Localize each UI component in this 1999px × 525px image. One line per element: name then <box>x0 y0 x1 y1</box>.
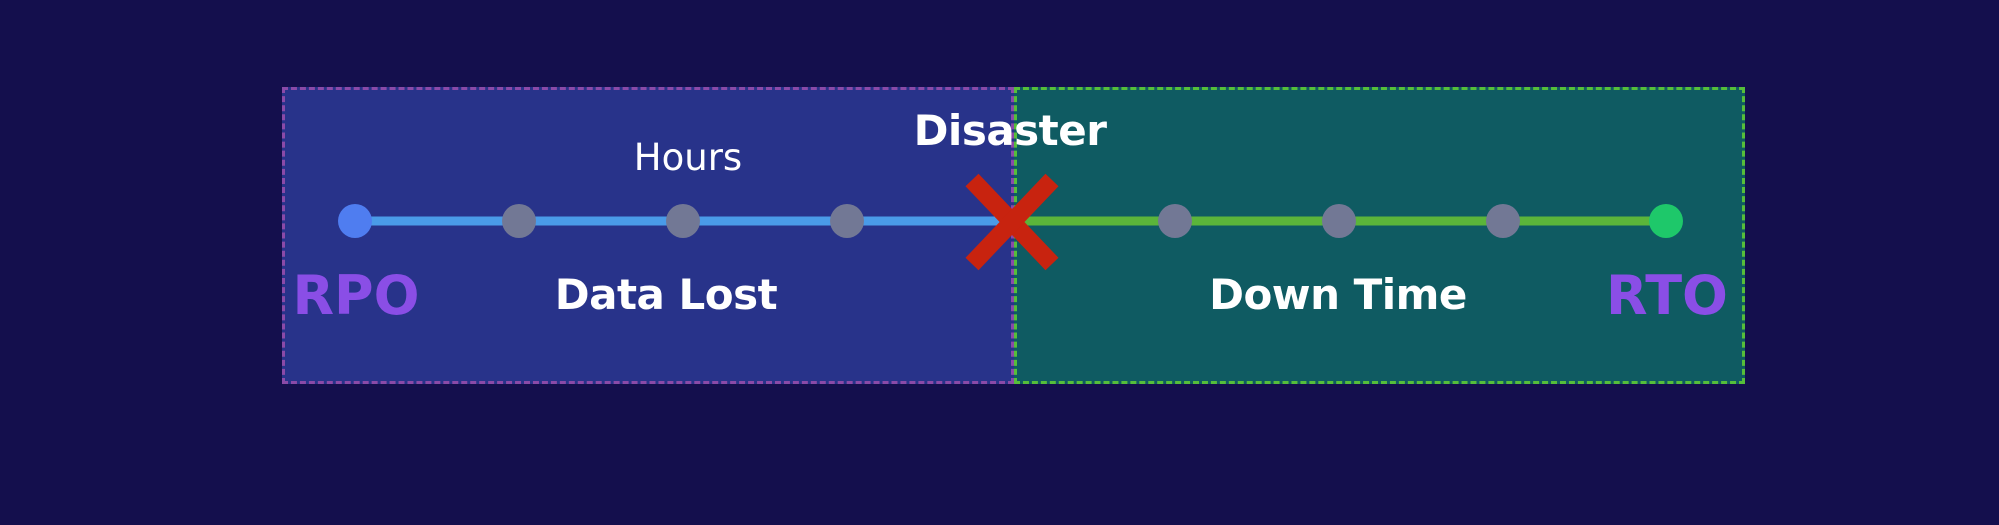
hour-dot <box>502 204 536 238</box>
hour-dot <box>1486 204 1520 238</box>
disaster-label: Disaster <box>913 106 1107 155</box>
rto-label: RTO <box>1606 264 1728 327</box>
down-time-region <box>1014 87 1745 384</box>
rpo-dot <box>338 204 372 238</box>
data-lost-label: Data Lost <box>554 270 778 319</box>
hour-dot <box>1158 204 1192 238</box>
rpo-label: RPO <box>292 264 420 327</box>
hour-dot <box>666 204 700 238</box>
hour-dot <box>1322 204 1356 238</box>
rto-dot <box>1649 204 1683 238</box>
hour-dot <box>830 204 864 238</box>
x-mark-icon <box>965 173 1059 271</box>
hours-label: Hours <box>633 136 743 179</box>
down-time-label: Down Time <box>1209 270 1467 319</box>
data-lost-region <box>282 87 1014 384</box>
